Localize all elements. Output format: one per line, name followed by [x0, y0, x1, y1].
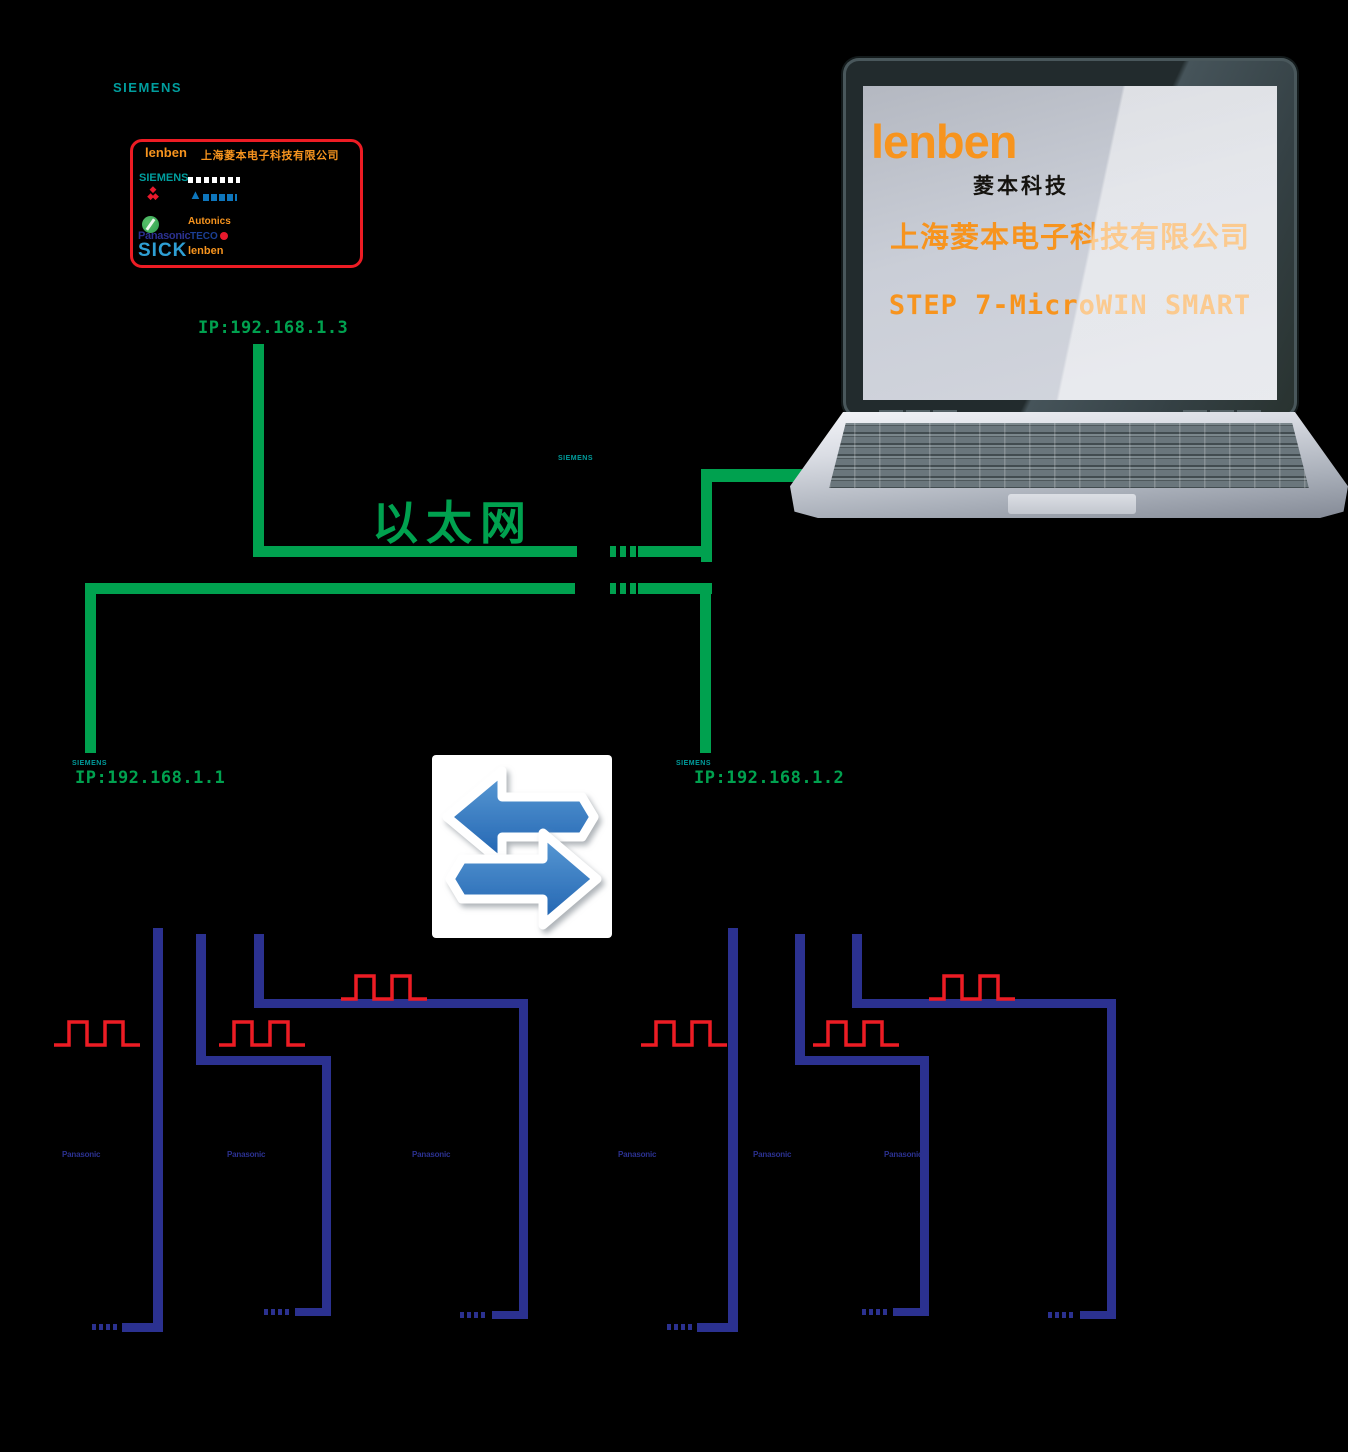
laptop-base	[790, 412, 1348, 518]
ethernet-line-bus2b	[638, 583, 712, 594]
ethernet-bus1-ticks	[610, 546, 636, 557]
siemens-tag-right: SIEMENS	[676, 760, 712, 767]
drive-brand-label-5: Panasonic	[753, 1150, 792, 1159]
screen-reflection	[863, 86, 1277, 400]
drive-line-f-foot	[1080, 1311, 1116, 1319]
teco-dot-icon	[220, 232, 228, 240]
drive-brand-label-4: Panasonic	[618, 1150, 657, 1159]
autonics-logo: Autonics	[188, 216, 231, 227]
drive-line-c	[254, 934, 264, 1006]
ethernet-line-bus1	[253, 546, 577, 557]
lenben-logo-small: lenben	[188, 245, 224, 257]
plc-ip-label: IP:192.168.1.3	[198, 318, 349, 338]
ethernet-label: 以太网	[372, 497, 534, 549]
laptop-lid: lenben 菱本科技 上海菱本电子科技有限公司 STEP 7-MicroWIN…	[843, 58, 1297, 423]
drive-line-e-foot	[893, 1308, 929, 1316]
ethernet-line-bus2	[85, 583, 575, 594]
drive-line-e-h	[795, 1056, 929, 1065]
sick-logo: SICK	[138, 240, 188, 261]
drive-line-a-foot	[122, 1323, 163, 1332]
siemens-tag-left: SIEMENS	[72, 760, 108, 767]
pulse-waveform-1	[54, 1020, 140, 1047]
drive-line-d-ticks	[667, 1324, 695, 1330]
pulse-waveform-4	[641, 1020, 727, 1047]
mitsubishi-icon: ◆◆◆	[147, 184, 159, 201]
drive-line-f-drop	[1107, 999, 1116, 1315]
pulse-waveform-5	[813, 1020, 899, 1047]
drive-line-b	[196, 934, 206, 1065]
delta-icon: ▲	[189, 187, 202, 202]
drive-line-b-h	[196, 1056, 331, 1065]
green-circle-icon	[142, 216, 159, 233]
data-exchange-icon	[432, 755, 612, 938]
ethernet-drop-right	[700, 589, 711, 753]
delta-wordmark	[203, 194, 237, 201]
drive-line-b-foot	[295, 1308, 331, 1316]
plc-brand-panel: lenben 上海菱本电子科技有限公司 SIEMENS ◆◆◆ ▲ Autoni…	[130, 139, 363, 268]
drive-line-f-h	[852, 999, 1116, 1008]
company-name: 上海菱本电子科技有限公司	[201, 150, 339, 162]
drive-line-a-ticks	[92, 1324, 120, 1330]
siemens-heading: SIEMENS	[113, 80, 183, 95]
laptop-keyboard	[829, 422, 1309, 489]
ethernet-line-plc-vertical	[253, 344, 264, 557]
drive-brand-label-1: Panasonic	[62, 1150, 101, 1159]
drive-line-b-ticks	[264, 1309, 292, 1315]
siemens-tag-laptop: SIEMENS	[558, 455, 594, 462]
plc-right-ip-label: IP:192.168.1.2	[694, 768, 845, 788]
pulse-waveform-3	[341, 974, 427, 1001]
drive-line-c-drop	[519, 999, 528, 1315]
drive-brand-label-3: Panasonic	[412, 1150, 451, 1159]
drive-line-e-ticks	[862, 1309, 890, 1315]
brand-logo-small	[188, 177, 240, 183]
ethernet-line-riser	[701, 469, 712, 562]
lenben-logo: lenben	[145, 145, 187, 160]
drive-brand-label-2: Panasonic	[227, 1150, 266, 1159]
laptop-trackpad	[1007, 493, 1136, 514]
pulse-waveform-6	[929, 974, 1015, 1001]
pulse-waveform-2	[219, 1020, 305, 1047]
ethernet-drop-left	[85, 583, 96, 753]
drive-line-c-h	[254, 999, 528, 1008]
drive-line-c-ticks	[460, 1312, 488, 1318]
drive-line-e	[795, 934, 805, 1065]
teco-logo: TECO	[190, 231, 218, 242]
drive-line-d	[728, 928, 738, 1328]
siemens-logo: SIEMENS	[139, 172, 189, 184]
ethernet-bus2-ticks	[610, 583, 636, 594]
ethernet-line-bus1b	[638, 546, 712, 557]
drive-line-c-foot	[492, 1311, 528, 1319]
drive-line-d-foot	[697, 1323, 738, 1332]
drive-line-f-ticks	[1048, 1312, 1076, 1318]
drive-line-e-drop	[920, 1056, 929, 1314]
drive-line-a	[153, 928, 163, 1328]
drive-line-f	[852, 934, 862, 1006]
laptop-screen: lenben 菱本科技 上海菱本电子科技有限公司 STEP 7-MicroWIN…	[863, 86, 1277, 400]
drive-line-b-drop	[322, 1056, 331, 1314]
plc-left-ip-label: IP:192.168.1.1	[75, 768, 226, 788]
panasonic-logo: Panasonic	[138, 230, 191, 242]
drive-brand-label-6: Panasonic	[884, 1150, 923, 1159]
